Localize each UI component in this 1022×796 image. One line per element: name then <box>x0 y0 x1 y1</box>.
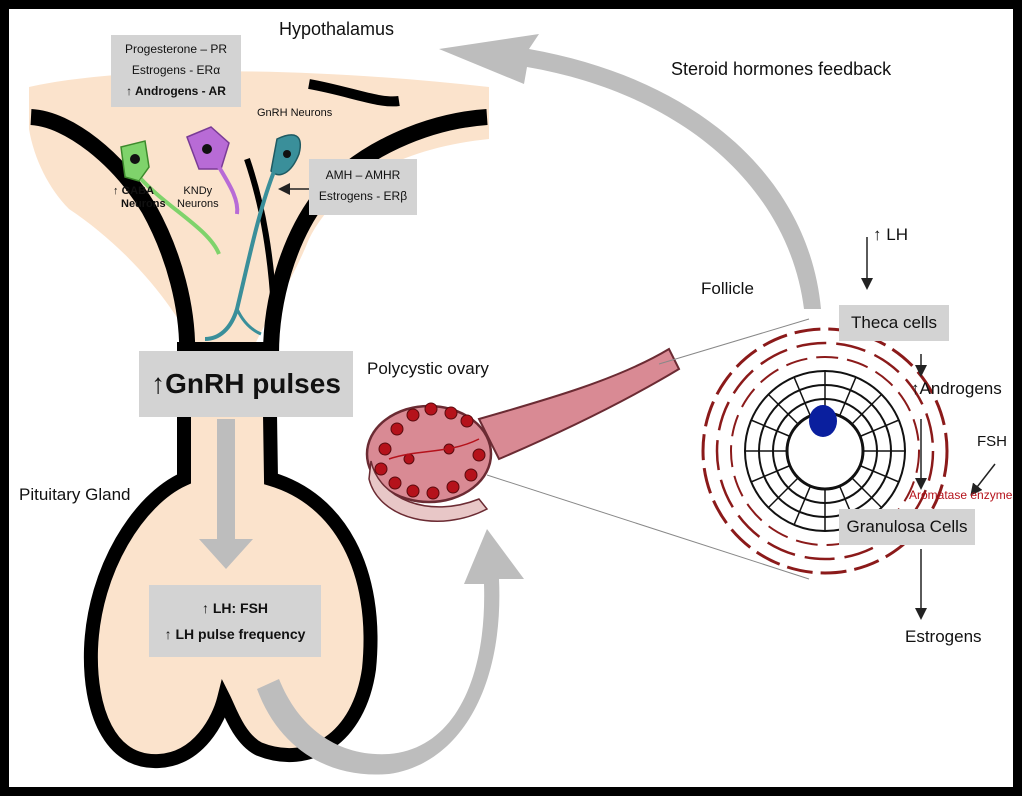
kndy-neurons-label: KNDy Neurons <box>177 185 219 210</box>
amh-box: AMH – AMHR Estrogens - ERβ <box>309 159 417 215</box>
steroid-feedback-label: Steroid hormones feedback <box>671 59 891 80</box>
lh-fsh-box: ↑ LH: FSH ↑ LH pulse frequency <box>149 585 321 657</box>
androgens-text: Androgens <box>920 379 1002 398</box>
kndy-line2: Neurons <box>177 198 219 211</box>
theca-cells-box: Theca cells <box>839 305 949 341</box>
follicle-label: Follicle <box>701 279 754 299</box>
lh-pulse-frequency: LH pulse frequency <box>175 626 305 642</box>
ovary-tube <box>479 349 679 459</box>
up-arrow-icon: ↑ <box>126 84 132 98</box>
up-arrow-icon: ↑ <box>873 225 882 244</box>
pituitary-gland-label: Pituitary Gland <box>19 485 131 505</box>
gnrh-neurons-label: GnRH Neurons <box>257 107 332 120</box>
hypothalamus-label: Hypothalamus <box>279 19 394 40</box>
lh-fsh-ratio: LH: FSH <box>213 600 268 616</box>
receptors-box: Progesterone – PR Estrogens - ERα ↑ Andr… <box>111 35 241 107</box>
gaba-neurons-label: ↑ GABA Neurons <box>113 185 166 210</box>
up-arrow-icon: ↑ <box>165 626 172 642</box>
gnrh-pulses-text: GnRH pulses <box>165 368 341 399</box>
receptor-androgens: Androgens - AR <box>135 84 226 98</box>
amh-line1: AMH – AMHR <box>309 165 417 186</box>
amh-line2: Estrogens - ERβ <box>309 186 417 207</box>
granulosa-cells-box: Granulosa Cells <box>839 509 975 545</box>
androgens-label: ↑Androgens <box>911 379 1002 399</box>
receptor-androgens-row: ↑ Androgens - AR <box>111 81 241 102</box>
up-arrow-icon: ↑ <box>151 368 165 399</box>
up-arrow-icon: ↑ <box>113 185 119 197</box>
gaba-line2: Neurons <box>113 198 166 211</box>
up-arrow-icon: ↑ <box>911 379 920 398</box>
fsh-label: FSH <box>977 433 1007 450</box>
up-arrow-icon: ↑ <box>202 600 209 616</box>
lh-top-label: ↑ LH <box>873 225 908 245</box>
polycystic-ovary-label: Polycystic ovary <box>367 359 489 379</box>
gnrh-pulses-box: ↑GnRH pulses <box>139 351 353 417</box>
aromatase-label: Aromatase enzyme <box>909 489 1012 503</box>
estrogens-label: Estrogens <box>905 627 982 647</box>
receptor-progesterone: Progesterone – PR <box>111 39 241 60</box>
lh-top-text: LH <box>886 225 908 244</box>
oocyte-icon <box>809 405 837 437</box>
gaba-line1: GABA <box>122 185 154 197</box>
kndy-line1: KNDy <box>177 185 219 198</box>
receptor-estrogens: Estrogens - ERα <box>111 60 241 81</box>
